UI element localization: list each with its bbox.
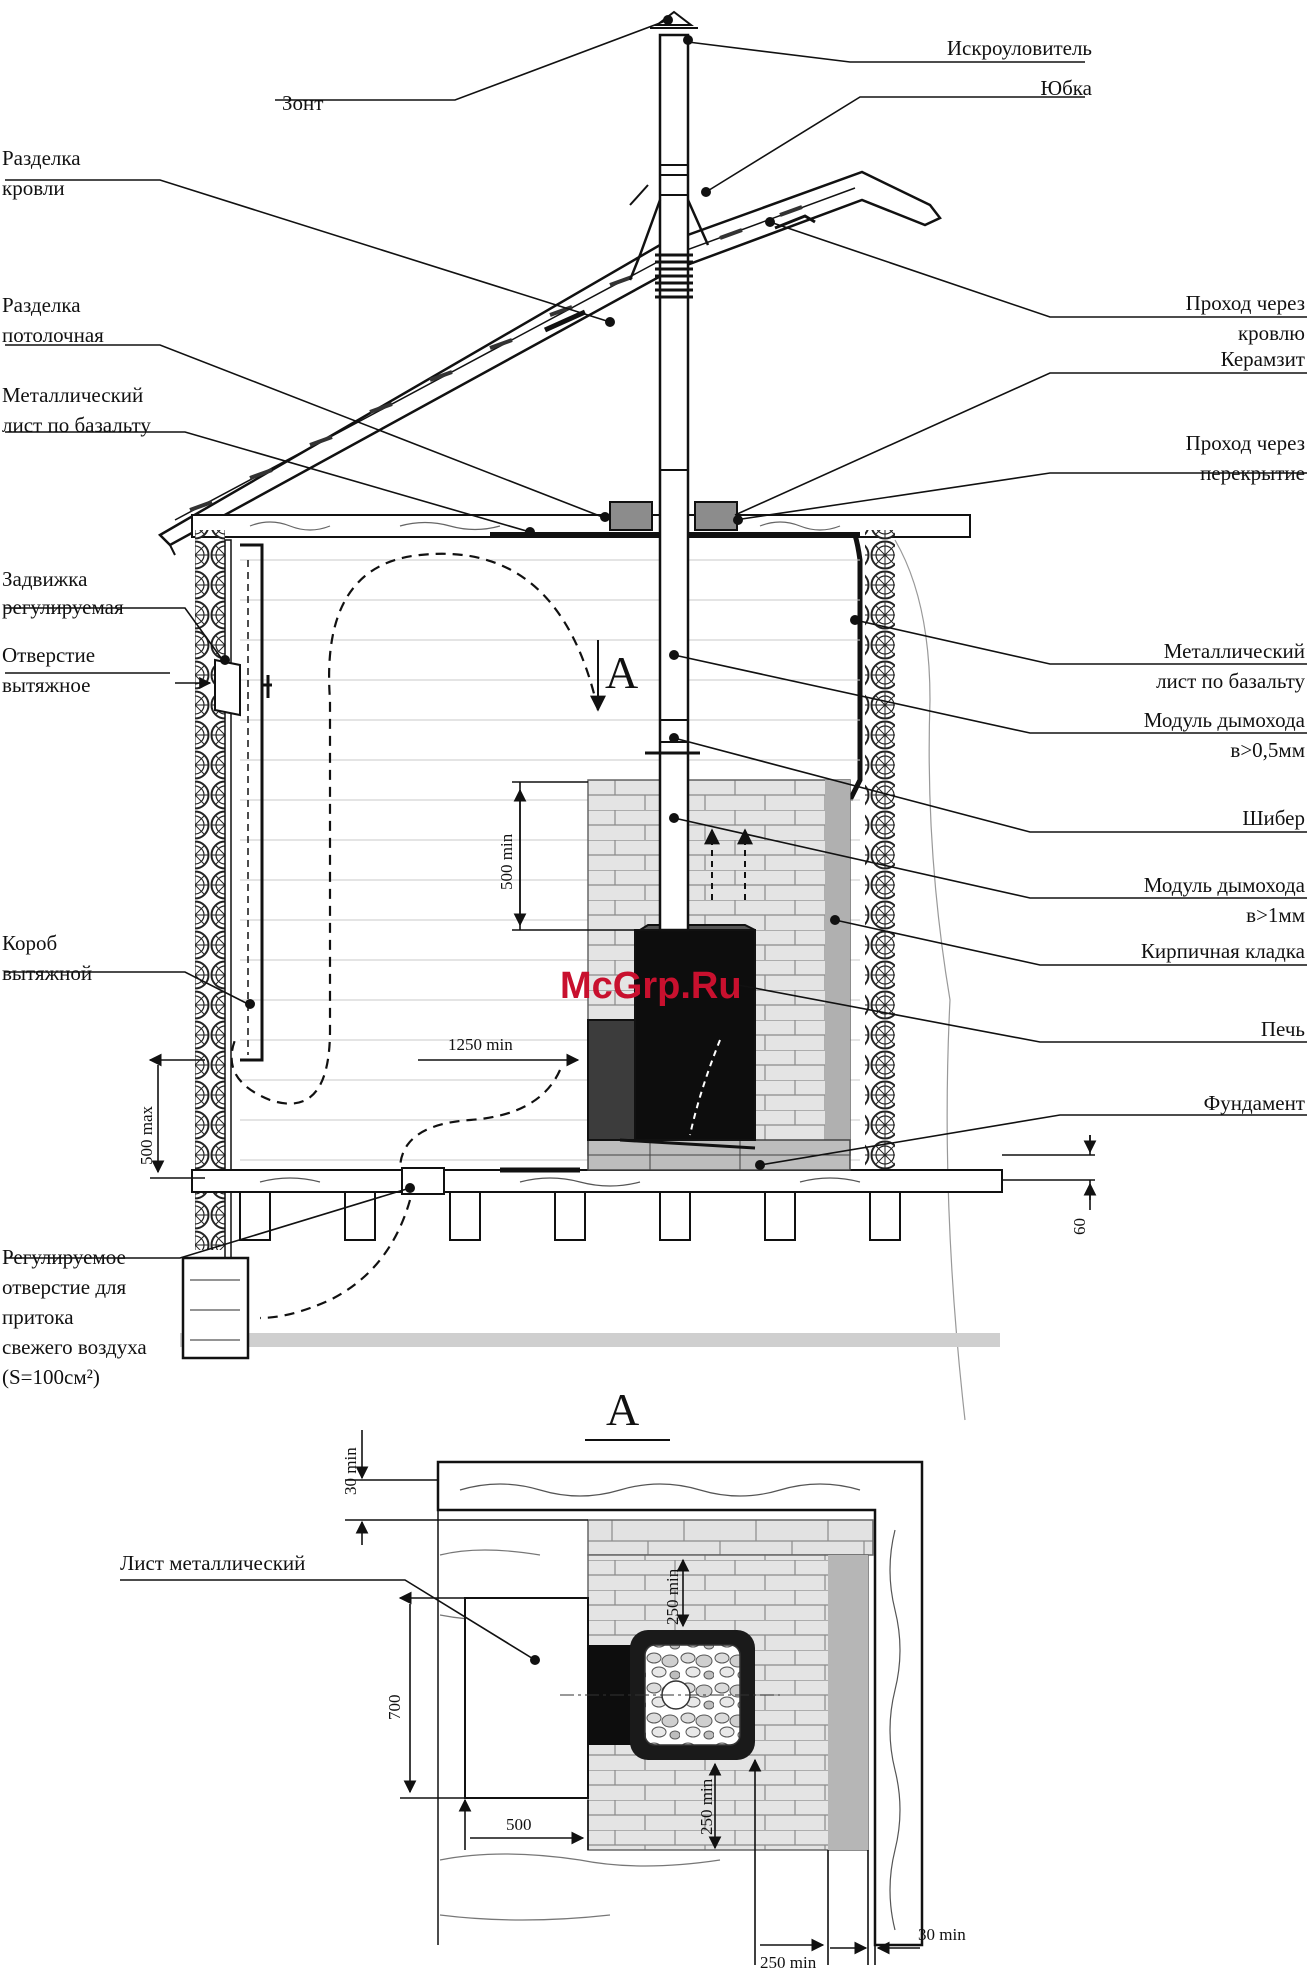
left-labels: Зонт Разделка кровли Разделка потолочная… [2,91,323,1389]
label-pritok-4: свежего воздуха [2,1335,147,1359]
label-fundament: Фундамент [1204,1091,1305,1115]
label-prohod-perekr-1: Проход через [1186,431,1305,455]
label-korob-2: вытяжной [2,961,92,985]
dim-500: 500 [506,1815,532,1834]
label-modul-1-1: Модуль дымохода [1144,708,1306,732]
label-list-metal: Лист металлический [120,1551,305,1575]
label-metal-list-right-1: Металлический [1164,639,1305,663]
dim-250min-bot: 250 min [697,1778,716,1835]
label-razdelka-pot-2: потолочная [2,323,104,347]
dim-1250min: 1250 min [448,1035,513,1054]
label-metal-list-left-1: Металлический [2,383,143,407]
label-metal-list-right-2: лист по базальту [1156,669,1305,693]
leader-dots [220,15,860,1193]
label-pritok-5: (S=100см²) [2,1365,100,1389]
dim-250min-base: 250 min [760,1953,817,1972]
section-mark-a: А [590,640,638,712]
label-pritok-3: притока [2,1305,74,1329]
label-kirpich: Кирпичная кладка [1141,939,1306,963]
air-flow-path [230,552,600,1320]
dim-30min-right: 30 min [918,1925,966,1944]
ceiling [191,501,971,538]
label-modul-2-1: Модуль дымохода [1144,873,1306,897]
label-razdelka-pot-1: Разделка [2,293,81,317]
label-korob-1: Короб [2,931,57,955]
label-pech: Печь [1261,1017,1305,1041]
label-pritok-1: Регулируемое [2,1245,126,1269]
dim-250min-top: 250 min [663,1568,682,1625]
label-modul-1-2: в>0,5мм [1230,738,1305,762]
elevation-dimensions: 500 min 1250 min 500 max 60 [137,781,1097,1235]
section-a-title: А [606,1384,639,1435]
roof [157,170,942,556]
label-pritok-2: отверстие для [2,1275,126,1299]
label-zont: Зонт [282,91,323,115]
exhaust-duct [175,543,272,1062]
label-shiber: Шибер [1242,806,1305,830]
label-prohod-krovlyu-2: кровлю [1238,321,1305,345]
heat-arrows [704,828,753,900]
dim-60: 60 [1070,1218,1089,1235]
watermark: McGrp.Ru [560,965,742,1007]
chimney [628,10,710,932]
label-zadvizhka-2: регулируемая [2,595,124,619]
label-prohod-krovlyu-1: Проход через [1186,291,1305,315]
label-otverstie-1: Отверстие [2,643,95,667]
left-log-wall [195,530,232,1261]
section-a-plan: А 30 min 250 min 250 min 7 [120,1384,966,1972]
floor [180,1167,1003,1360]
section-a-upper: А [605,647,638,698]
label-otverstie-2: вытяжное [2,673,90,697]
right-log-wall [847,530,966,1421]
right-labels: Искроуловитель Юбка Проход через кровлю … [947,36,1306,1115]
label-keramzit: Керамзит [1221,347,1305,371]
label-zadvizhka-1: Задвижка [2,567,88,591]
dim-500max: 500 max [137,1105,156,1165]
dim-700: 700 [385,1695,404,1721]
label-modul-2-2: в>1мм [1246,903,1305,927]
label-razdelka-krovli-1: Разделка [2,146,81,170]
label-metal-list-left-2: лист по базальту [2,413,151,437]
leader-lines [5,19,1307,1259]
dim-500min: 500 min [497,833,516,890]
stove [587,924,756,1150]
wall-boards [240,559,860,1161]
dim-30min-top: 30 min [341,1447,360,1495]
label-iskroulovitel: Искроуловитель [947,36,1092,60]
label-razdelka-krovli-2: кровли [2,176,65,200]
label-yubka: Юбка [1041,76,1093,100]
label-prohod-perekr-2: перекрытие [1200,461,1305,485]
